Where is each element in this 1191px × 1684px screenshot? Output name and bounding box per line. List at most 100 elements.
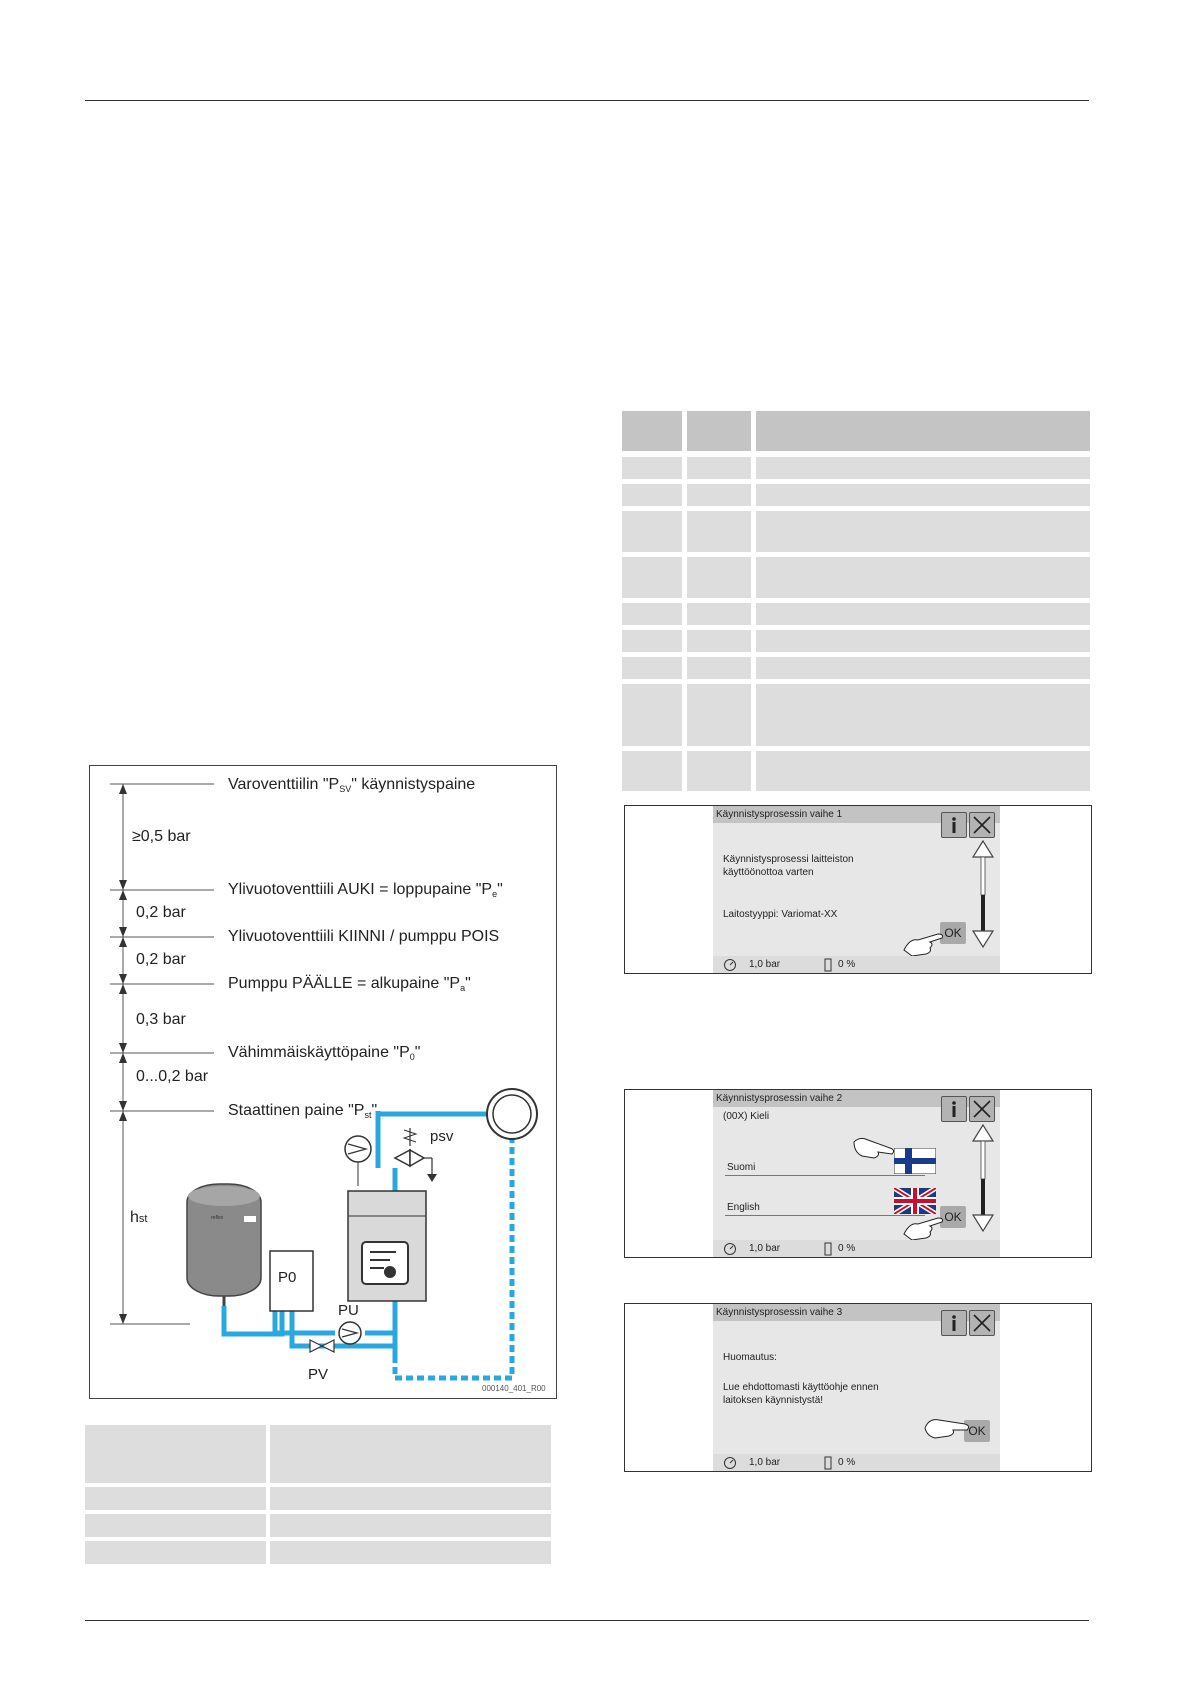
interval-label-4: 0,3 bar	[136, 1011, 186, 1028]
header-rule	[85, 100, 1089, 101]
vessel-logo: reflex	[211, 1215, 224, 1221]
right-table-row	[622, 484, 682, 506]
level-icon	[824, 1456, 832, 1470]
plant-type-text: Laitostyyppi: Variomat-XX	[723, 909, 838, 920]
status-level: 0 %	[838, 1457, 856, 1468]
info-icon	[952, 817, 956, 833]
info-button[interactable]	[941, 812, 967, 838]
ok-button[interactable]: OK	[940, 922, 966, 944]
ok-button[interactable]: OK	[940, 1206, 966, 1228]
scroll-arrows[interactable]	[970, 839, 996, 949]
note-text-line-2: laitoksen käynnistystä!	[723, 1395, 824, 1406]
level-label-pump-on: Pumppu PÄÄLLE = alkupaine "Pa"	[228, 975, 471, 993]
left-table-row	[270, 1541, 551, 1564]
level-icon	[824, 1242, 832, 1256]
screen-title: Käynnistysprosessin vaihe 3	[713, 1304, 1000, 1321]
info-icon	[952, 1101, 956, 1117]
gauge-icon	[724, 1457, 736, 1469]
status-pressure: 1,0 bar	[749, 1457, 781, 1468]
ok-button[interactable]: OK	[964, 1420, 990, 1442]
right-table-row	[756, 684, 1090, 746]
screen-subtitle: (00X) Kieli	[723, 1111, 770, 1122]
right-table-row	[756, 484, 1090, 506]
status-pressure: 1,0 bar	[749, 1243, 781, 1254]
close-icon	[973, 816, 991, 834]
right-table-row	[756, 603, 1090, 625]
footer-rule	[85, 1620, 1089, 1621]
psv-label: psv	[430, 1128, 454, 1145]
right-table-row	[756, 751, 1090, 791]
screenshot-step-2: Käynnistysprosessin vaihe 2 (00X) Kieli …	[624, 1089, 1092, 1258]
hand-pointer-icon	[853, 1137, 895, 1159]
info-icon	[952, 1315, 956, 1331]
left-table-header-col2	[270, 1425, 551, 1483]
level-label-overflow-closed: Ylivuotoventtiili KIINNI / pumppu POIS	[228, 928, 500, 945]
close-button[interactable]	[969, 1310, 995, 1336]
gauge-icon	[724, 1243, 736, 1255]
level-icon	[824, 958, 832, 972]
language-option-finnish[interactable]: Suomi	[727, 1162, 756, 1173]
option-underline	[725, 1215, 925, 1216]
status-bar: 1,0 bar 0 %	[713, 1454, 1000, 1471]
right-table-row	[622, 457, 682, 479]
right-table-row	[687, 603, 751, 625]
finland-flag-icon[interactable]	[894, 1148, 936, 1174]
right-table-row	[622, 557, 682, 598]
scroll-arrows[interactable]	[970, 1123, 996, 1233]
right-table-row	[756, 657, 1090, 679]
note-text-line-1: Lue ehdottomasti käyttöohje ennen	[723, 1382, 879, 1393]
interval-label-3: 0,2 bar	[136, 951, 186, 968]
level-label-safety-valve: Varoventtiilin "PSV" käynnistyspaine	[228, 776, 476, 794]
right-table-row	[687, 457, 751, 479]
right-table-row	[687, 657, 751, 679]
p0-label: P0	[278, 1269, 297, 1286]
level-label-min-pressure: Vähimmäiskäyttöpaine "P0"	[228, 1044, 421, 1062]
right-table-row	[687, 511, 751, 552]
device-screen: Käynnistysprosessin vaihe 2 (00X) Kieli …	[713, 1090, 1000, 1257]
info-button[interactable]	[941, 1096, 967, 1122]
pv-label: PV	[308, 1366, 329, 1383]
pu-label: PU	[338, 1302, 359, 1319]
close-button[interactable]	[969, 1096, 995, 1122]
hand-pointer-icon	[924, 1419, 970, 1439]
right-table-row	[756, 630, 1090, 652]
right-table-row	[622, 657, 682, 679]
right-table-header-col3	[756, 411, 1090, 451]
right-table-row	[622, 630, 682, 652]
status-pressure: 1,0 bar	[749, 959, 781, 970]
language-option-english[interactable]: English	[727, 1202, 760, 1213]
right-table-row	[687, 630, 751, 652]
status-bar: 1,0 bar 0 %	[713, 1240, 1000, 1257]
status-bar: 1,0 bar 0 %	[713, 956, 1000, 973]
close-button[interactable]	[969, 812, 995, 838]
right-table-header-col1	[622, 411, 682, 451]
figure-code: 000140_401_R00	[482, 1384, 546, 1393]
right-table-row	[687, 751, 751, 791]
right-table-row	[687, 484, 751, 506]
screen-text-line-2: käyttöönottoa varten	[723, 867, 814, 878]
right-table-row	[756, 457, 1090, 479]
info-button[interactable]	[941, 1310, 967, 1336]
left-table-header-col1	[85, 1425, 266, 1483]
screenshot-step-1: Käynnistysprosessin vaihe 1 Käynnistyspr…	[624, 805, 1092, 974]
screen-title: Käynnistysprosessin vaihe 1	[713, 806, 1000, 823]
uk-flag-icon[interactable]	[894, 1188, 936, 1214]
right-table-row	[756, 557, 1090, 598]
hand-pointer-icon	[903, 933, 943, 956]
screen-text-line-1: Käynnistysprosessi laitteiston	[723, 854, 854, 865]
level-label-static-pressure: Staattinen paine "Pst"	[228, 1102, 378, 1120]
pressure-diagram: Varoventtiilin "PSV" käynnistyspaine Yli…	[89, 765, 557, 1399]
right-table-row	[756, 511, 1090, 552]
right-table-header-col2	[687, 411, 751, 451]
left-table-row	[85, 1487, 266, 1510]
close-icon	[973, 1314, 991, 1332]
screen-title: Käynnistysprosessin vaihe 2	[713, 1090, 1000, 1107]
status-level: 0 %	[838, 1243, 856, 1254]
hand-pointer-icon	[903, 1217, 943, 1240]
interval-label-5: 0...0,2 bar	[136, 1068, 209, 1085]
diagram-drawing	[110, 783, 538, 1381]
interval-label-2: 0,2 bar	[136, 904, 186, 921]
device-screen: Käynnistysprosessin vaihe 3 Huomautus: L…	[713, 1304, 1000, 1471]
left-table-row	[270, 1514, 551, 1537]
option-underline	[725, 1175, 925, 1176]
